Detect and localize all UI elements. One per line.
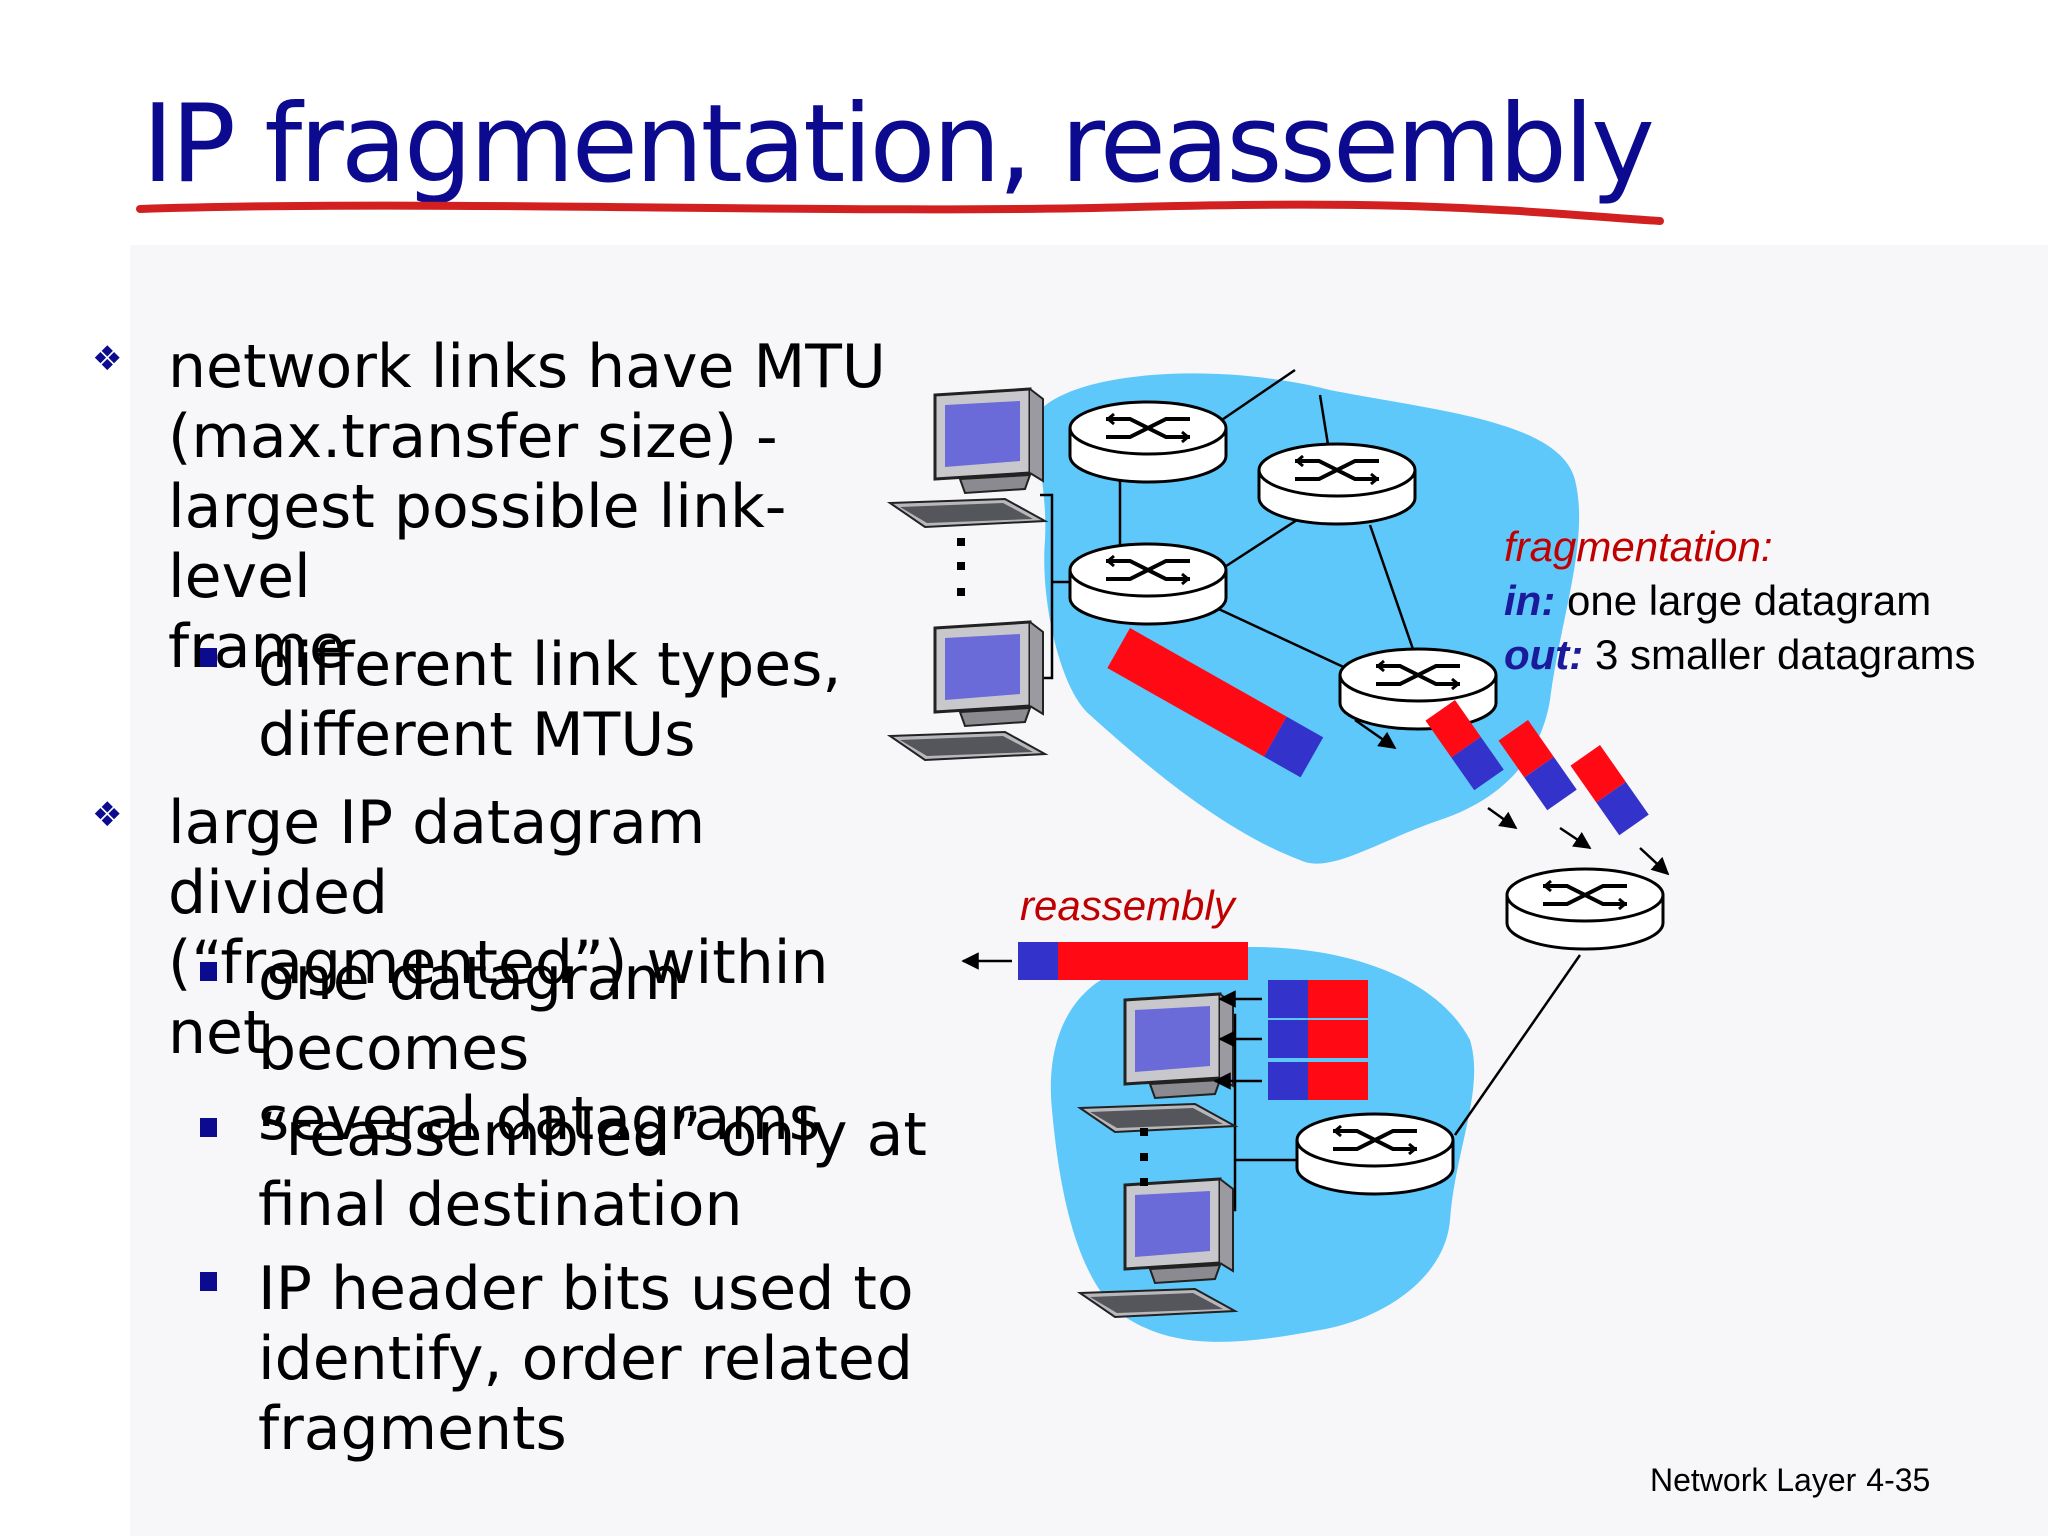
fragment-1	[1425, 700, 1504, 791]
title-underline	[136, 200, 1664, 225]
bullet-line: frame	[168, 612, 346, 682]
bullet-line: several datagrams	[258, 1084, 821, 1154]
sub-bullet-several-datagrams: one datagram becomes several datagrams	[258, 944, 958, 1154]
fragmentation-heading: fragmentation:	[1504, 523, 1773, 570]
router-icon	[1338, 647, 1498, 731]
square-bullet-icon	[200, 1118, 217, 1137]
received-arrows	[1213, 990, 1262, 1090]
computer-icon	[888, 620, 1047, 762]
bullet-line: network links have MTU	[168, 332, 886, 402]
bullet-line: IP header bits used to	[258, 1254, 914, 1324]
square-bullet-icon	[200, 962, 217, 981]
sub-bullet-header-bits: IP header bits used to identify, order r…	[258, 1254, 958, 1464]
router-icon	[1257, 442, 1417, 526]
bullet-line: different link types,	[258, 630, 842, 700]
out-label: out:	[1504, 631, 1584, 678]
bullet-line: “reassembled” only at	[258, 1100, 927, 1170]
fragmentation-out: out: 3 smaller datagrams	[1504, 628, 1975, 682]
square-bullet-icon	[200, 1272, 217, 1291]
slide-title: IP fragmentation, reassembly	[142, 82, 1655, 207]
router-icon	[1295, 1112, 1455, 1196]
bullet-line: large IP datagram divided	[168, 788, 706, 928]
received-fragments	[1268, 980, 1368, 1100]
fragmentation-in: in: one large datagram	[1504, 574, 1975, 628]
fragment-3	[1570, 745, 1649, 836]
reassembly-label: reassembly	[1020, 882, 1235, 929]
router-icon	[1505, 867, 1665, 951]
page-number: 4-35	[1866, 1462, 1931, 1498]
fragment-2	[1498, 720, 1577, 811]
bullet-line: one datagram becomes	[258, 944, 682, 1084]
diamond-bullet-icon: ❖	[92, 795, 123, 835]
sub-bullet-link-types: different link types, different MTUs	[258, 630, 958, 770]
bullet-fragmented: large IP datagram divided (“fragmented”)…	[168, 788, 928, 1068]
square-bullet-icon	[200, 648, 217, 667]
bullet-mtu: network links have MTU (max.transfer siz…	[168, 332, 928, 682]
bullet-line: (“fragmented”) within net	[168, 928, 829, 1068]
bullet-line: different MTUs	[258, 700, 696, 770]
router-icon	[1068, 542, 1228, 626]
chapter-name: Network Layer	[1650, 1462, 1857, 1498]
in-label: in:	[1504, 577, 1556, 624]
reassembled-datagram	[1018, 942, 1248, 980]
out-text: 3 smaller datagrams	[1583, 631, 1976, 678]
ellipsis-dots	[957, 538, 1148, 1186]
diamond-bullet-icon: ❖	[92, 339, 123, 379]
fragmentation-caption: fragmentation: in: one large datagram ou…	[1504, 520, 1975, 682]
bullet-line: (max.transfer size) -	[168, 402, 778, 472]
computer-icon	[888, 387, 1047, 529]
bullet-line: identify, order related	[258, 1324, 913, 1394]
bullet-line: largest possible link-level	[168, 472, 787, 612]
in-text: one large datagram	[1555, 577, 1932, 624]
sub-bullet-reassembled: “reassembled” only at final destination	[258, 1100, 958, 1240]
bullet-line: fragments	[258, 1394, 567, 1464]
fragment-arrows	[1487, 806, 1670, 876]
large-datagram	[1107, 628, 1324, 778]
bullet-line: final destination	[258, 1170, 743, 1240]
router-icon	[1068, 400, 1228, 484]
